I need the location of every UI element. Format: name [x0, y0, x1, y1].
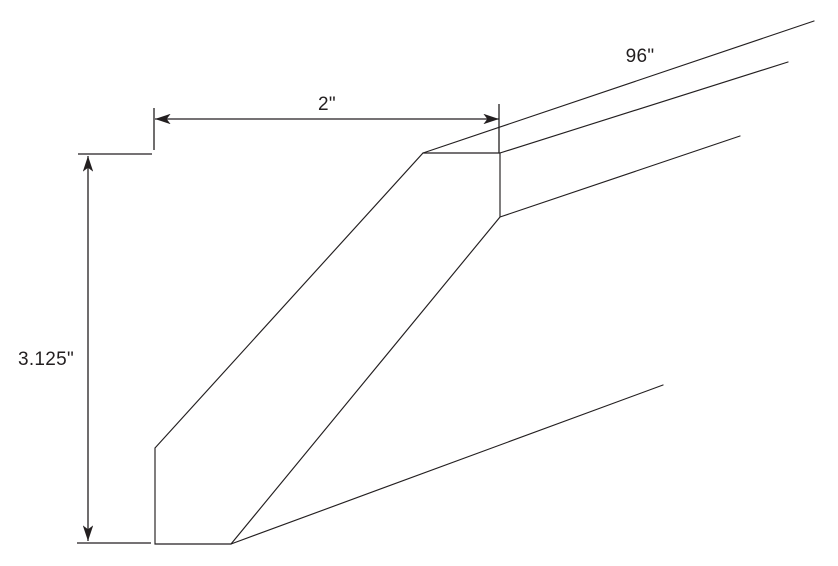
molding-cross-section: [154, 152, 501, 545]
extrusion-edges: [230, 20, 815, 545]
dimension-label-length: 96": [626, 46, 655, 67]
dimension-label-height: 3.125": [18, 349, 74, 370]
dimension-label-width: 2": [318, 94, 336, 115]
vertical-dimension-3125in: [77, 153, 152, 544]
extrusion-edge-top: [422, 20, 815, 154]
horizontal-dimension-2in: [153, 104, 500, 153]
extrusion-edge-bottom: [230, 384, 664, 545]
extrusion-edge-middle: [499, 135, 741, 218]
extrusion-edge-upper: [499, 61, 789, 154]
profile-outline: [154, 152, 501, 545]
